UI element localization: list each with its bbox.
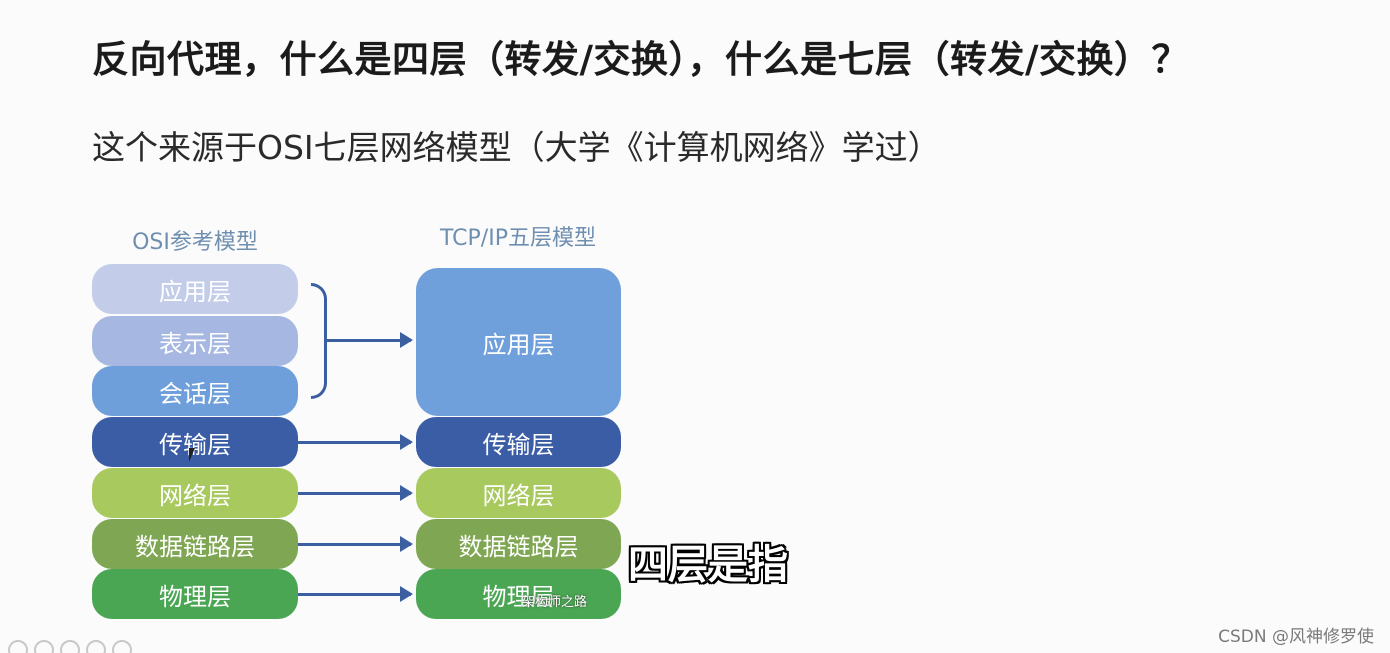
tcpip-layer-application: 应用层: [416, 268, 621, 416]
slide-subtitle: 这个来源于OSI七层网络模型（大学《计算机网络》学过）: [92, 128, 941, 167]
osi-header: OSI参考模型: [132, 230, 258, 255]
tcpip-header: TCP/IP五层模型: [440, 226, 596, 251]
video-subtitle-caption: 四层是指: [628, 542, 788, 588]
player-control-icon[interactable]: [112, 640, 132, 653]
mouse-cursor-icon: [189, 448, 201, 462]
arrow-network: [298, 485, 413, 501]
osi-layer-transport: 传输层: [92, 417, 298, 467]
slide-title: 反向代理，什么是四层（转发/交换），什么是七层（转发/交换）？: [92, 38, 1190, 81]
osi-layer-presentation: 表示层: [92, 316, 298, 366]
bracket-connector: [311, 283, 327, 399]
tcpip-layer-transport: 传输层: [416, 417, 621, 467]
arrow-data-link: [298, 536, 413, 552]
player-control-icon[interactable]: [8, 640, 28, 653]
arrow-physical: [298, 586, 413, 602]
inner-watermark: 架构师之路: [522, 595, 588, 610]
player-controls: [8, 640, 132, 653]
arrow-transport: [298, 434, 413, 450]
player-control-icon[interactable]: [34, 640, 54, 653]
player-control-icon[interactable]: [86, 640, 106, 653]
osi-layer-application: 应用层: [92, 264, 298, 314]
tcpip-layer-network: 网络层: [416, 468, 621, 518]
osi-layer-network: 网络层: [92, 468, 298, 518]
tcpip-layer-data-link: 数据链路层: [416, 519, 621, 569]
osi-layer-data-link: 数据链路层: [92, 519, 298, 569]
csdn-watermark: CSDN @风神修罗使: [1218, 627, 1374, 647]
tcpip-layer-physical: 物理层: [416, 569, 621, 619]
osi-layer-session: 会话层: [92, 366, 298, 416]
arrow-application: [327, 332, 413, 348]
player-control-icon[interactable]: [60, 640, 80, 653]
osi-layer-physical: 物理层: [92, 569, 298, 619]
